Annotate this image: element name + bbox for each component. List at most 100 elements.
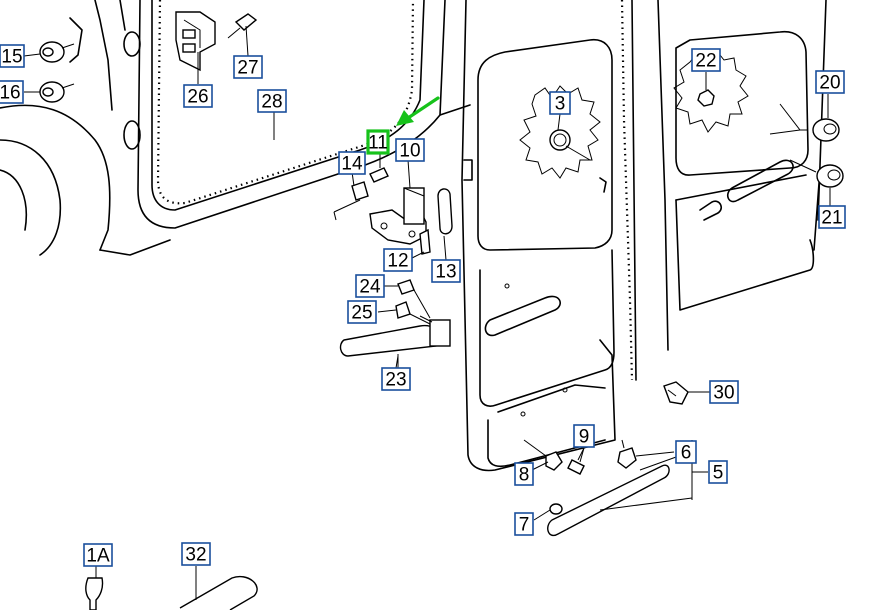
callout-label-25: 25 bbox=[351, 303, 372, 324]
callout-32[interactable]: 32 bbox=[181, 542, 211, 566]
callout-box-5 bbox=[708, 460, 728, 484]
callout-1A[interactable]: 1A bbox=[83, 543, 113, 567]
callout-21[interactable]: 21 bbox=[818, 205, 846, 229]
callout-box-23 bbox=[381, 367, 411, 391]
callout-box-26 bbox=[183, 84, 213, 108]
callout-box-11 bbox=[366, 129, 390, 155]
callout-label-6: 6 bbox=[681, 443, 692, 464]
detail-callout-3 bbox=[519, 85, 601, 179]
callout-label-1A: 1A bbox=[86, 546, 110, 567]
callout-26[interactable]: 26 bbox=[183, 84, 213, 108]
callout-27[interactable]: 27 bbox=[233, 55, 263, 79]
callout-3[interactable]: 3 bbox=[549, 91, 571, 115]
callout-box-14 bbox=[338, 151, 366, 175]
callout-22[interactable]: 22 bbox=[691, 48, 721, 72]
callout-box-9 bbox=[573, 424, 595, 448]
callout-7[interactable]: 7 bbox=[514, 512, 534, 536]
callout-box-10 bbox=[395, 138, 425, 162]
cover-part-13 bbox=[437, 188, 453, 235]
callout-label-12: 12 bbox=[387, 251, 408, 272]
callout-box-24 bbox=[355, 274, 385, 298]
rear-door-left-drawing bbox=[461, 0, 637, 472]
callout-9[interactable]: 9 bbox=[573, 424, 595, 448]
callout-box-15 bbox=[0, 44, 25, 68]
callout-box-6 bbox=[675, 440, 697, 464]
callout-box-8 bbox=[514, 462, 534, 486]
check-strap-part-23 bbox=[339, 315, 451, 370]
callout-5[interactable]: 5 bbox=[708, 460, 728, 484]
callout-label-23: 23 bbox=[385, 370, 406, 391]
plate-part-12 bbox=[419, 228, 431, 255]
callout-25[interactable]: 25 bbox=[347, 300, 377, 324]
buffer-part-21 bbox=[789, 159, 844, 188]
detail-callout-22 bbox=[673, 49, 749, 133]
callout-label-26: 26 bbox=[187, 87, 208, 108]
callout-label-21: 21 bbox=[821, 208, 842, 229]
tool-part-1A bbox=[85, 566, 104, 610]
callout-label-15: 15 bbox=[1, 47, 22, 68]
nut-part-7 bbox=[549, 503, 563, 515]
callout-23[interactable]: 23 bbox=[381, 367, 411, 391]
clip-part-6 bbox=[617, 439, 637, 469]
callout-30[interactable]: 30 bbox=[709, 380, 739, 404]
bolt-part-24 bbox=[397, 279, 431, 319]
callout-box-20 bbox=[815, 70, 845, 94]
buffer-part-20 bbox=[769, 103, 840, 142]
leader-lines bbox=[23, 25, 831, 521]
lock-bracket-part-10 bbox=[369, 187, 427, 245]
rivet-part-30 bbox=[663, 381, 689, 405]
callout-label-11: 11 bbox=[368, 133, 388, 154]
callout-box-28 bbox=[257, 89, 287, 113]
callout-28[interactable]: 28 bbox=[257, 89, 287, 113]
callout-box-13 bbox=[431, 259, 461, 283]
callout-label-3: 3 bbox=[555, 94, 566, 115]
callout-box-21 bbox=[818, 205, 846, 229]
callout-13[interactable]: 13 bbox=[431, 259, 461, 283]
callout-label-27: 27 bbox=[237, 58, 258, 79]
callout-label-20: 20 bbox=[819, 73, 840, 94]
callout-11[interactable]: 11 bbox=[366, 129, 390, 155]
callout-box-16 bbox=[0, 80, 24, 104]
callout-12[interactable]: 12 bbox=[383, 248, 413, 272]
callout-box-32 bbox=[181, 542, 211, 566]
callout-box-3 bbox=[549, 91, 571, 115]
callout-box-1A bbox=[83, 543, 113, 567]
callout-label-24: 24 bbox=[359, 277, 381, 298]
screw-part-11 bbox=[369, 167, 389, 183]
callout-8[interactable]: 8 bbox=[514, 462, 534, 486]
callout-label-28: 28 bbox=[261, 92, 282, 113]
highlight-arrow-icon bbox=[396, 96, 440, 126]
buffer-part-16 bbox=[39, 81, 75, 103]
callout-label-8: 8 bbox=[519, 465, 530, 486]
buffer-part-15 bbox=[39, 41, 75, 63]
callout-label-7: 7 bbox=[519, 515, 530, 536]
callout-label-16: 16 bbox=[0, 83, 21, 104]
nut-part-8 bbox=[523, 439, 563, 471]
callout-16[interactable]: 16 bbox=[0, 80, 24, 104]
screw-part-27 bbox=[227, 13, 258, 39]
callout-label-9: 9 bbox=[579, 427, 590, 448]
callout-label-10: 10 bbox=[399, 141, 420, 162]
callout-20[interactable]: 20 bbox=[815, 70, 845, 94]
callout-label-22: 22 bbox=[695, 51, 716, 72]
callout-label-5: 5 bbox=[713, 463, 724, 484]
callout-label-32: 32 bbox=[185, 545, 206, 566]
screw-part-14 bbox=[333, 181, 369, 221]
callout-box-30 bbox=[709, 380, 739, 404]
callout-box-27 bbox=[233, 55, 263, 79]
callout-box-22 bbox=[691, 48, 721, 72]
callout-6[interactable]: 6 bbox=[675, 440, 697, 464]
rear-door-right-drawing bbox=[657, 0, 827, 351]
callout-box-7 bbox=[514, 512, 534, 536]
callout-24[interactable]: 24 bbox=[355, 274, 385, 298]
callout-box-12 bbox=[383, 248, 413, 272]
callout-label-30: 30 bbox=[713, 383, 734, 404]
tool-part-32 bbox=[179, 566, 258, 610]
callout-14[interactable]: 14 bbox=[338, 151, 366, 175]
callout-box-25 bbox=[347, 300, 377, 324]
callout-15[interactable]: 15 bbox=[0, 44, 25, 68]
callout-10[interactable]: 10 bbox=[395, 138, 425, 162]
bolt-part-25 bbox=[395, 301, 431, 325]
